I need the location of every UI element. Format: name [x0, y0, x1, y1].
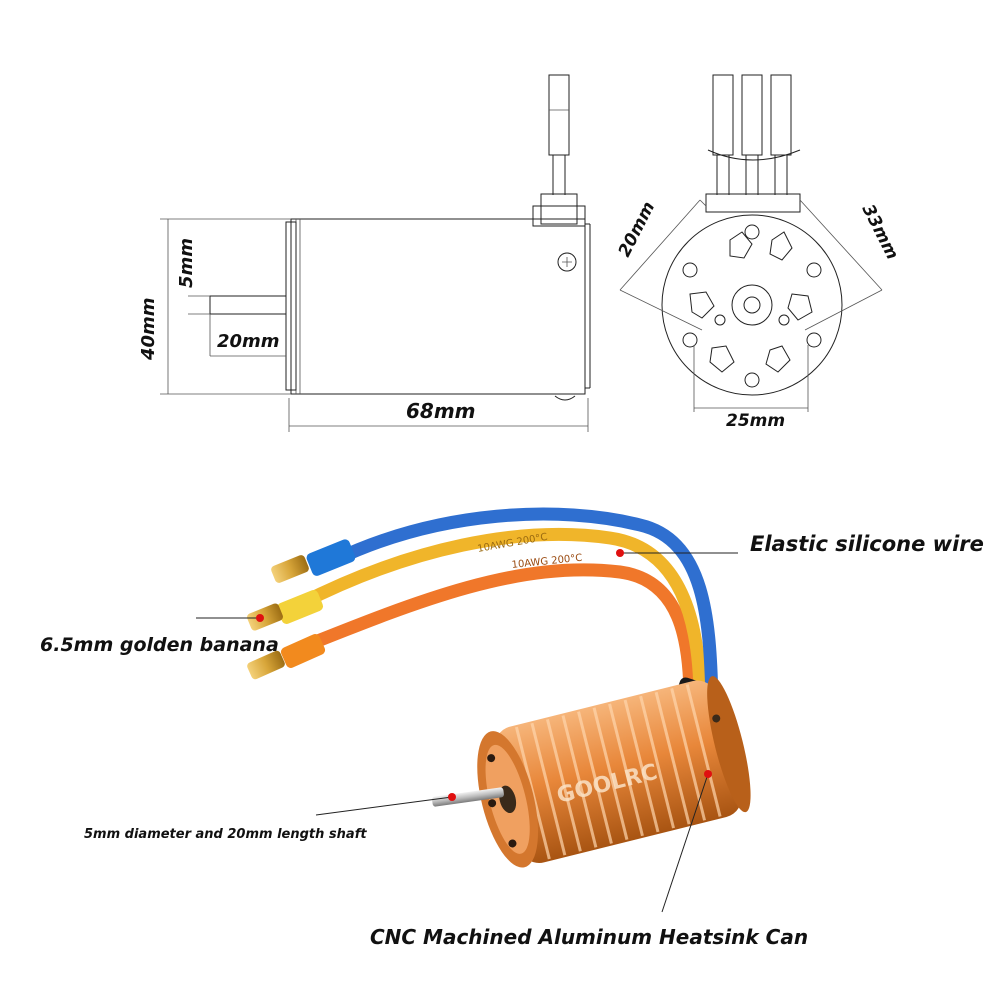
callout-connector-label: 6.5mm golden banana: [40, 634, 279, 656]
wire-orange: [293, 563, 697, 707]
end-view-wires: [705, 74, 801, 213]
side-view-body: [290, 218, 586, 395]
connector-blue: [271, 539, 356, 583]
dim-right-angle-label: 33mm: [858, 201, 903, 263]
motor-photo: 10AWG 200°C 10AWG 200°C: [247, 507, 751, 868]
dim-shaft-diameter-label: 5mm: [176, 238, 197, 288]
callout-shaft: 5mm diameter and 20mm length shaft: [84, 793, 456, 842]
connector-yellow: [247, 590, 324, 631]
end-view-face: [661, 214, 843, 396]
motor-shaft: [432, 787, 504, 807]
end-view-lobes: [689, 231, 813, 373]
callout-connector: 6.5mm golden banana: [40, 614, 279, 656]
motor-can: [477, 676, 751, 868]
wire-yellow: [293, 528, 707, 707]
side-view-drawing: 5mm 20mm 40mm 68mm: [138, 74, 591, 432]
dim-body-diameter-label: 40mm: [138, 297, 159, 361]
dim-body-length-label: 68mm: [406, 399, 476, 423]
callout-wire: Elastic silicone wire: [616, 532, 984, 557]
wire-blue: [328, 507, 719, 707]
callout-can: CNC Machined Aluminum Heatsink Can: [370, 770, 808, 949]
side-view-screw: [557, 252, 577, 272]
dim-hole-spacing-label: 25mm: [726, 411, 785, 431]
side-view-shaft: [209, 295, 287, 315]
end-view-drawing: 20mm 33mm 25mm: [615, 74, 903, 431]
callout-wire-label: Elastic silicone wire: [750, 532, 984, 556]
callout-shaft-label: 5mm diameter and 20mm length shaft: [84, 827, 367, 842]
side-view-wire: [532, 74, 586, 227]
callout-can-label: CNC Machined Aluminum Heatsink Can: [370, 925, 808, 949]
dim-left-angle-label: 20mm: [615, 199, 660, 261]
end-view-screws: [682, 224, 822, 388]
dim-shaft-length-label: 20mm: [217, 331, 280, 352]
connector-orange: [247, 634, 326, 680]
